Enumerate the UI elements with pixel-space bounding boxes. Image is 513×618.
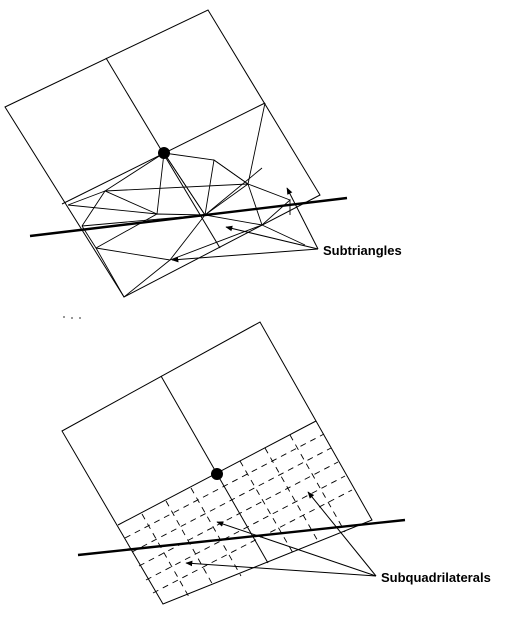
- top-leader-arrows: [171, 187, 319, 263]
- top-panel: Subtriangles: [4, 9, 402, 298]
- top-cutting-line: [29, 196, 348, 238]
- subquadrilaterals-label: Subquadrilaterals: [381, 570, 491, 585]
- subtriangles-label: Subtriangles: [323, 243, 402, 258]
- top-element-outline: [4, 9, 321, 298]
- bottom-node-dot: [211, 468, 223, 480]
- bottom-panel: Subquadrilaterals: [61, 321, 491, 605]
- bottom-subquadrilaterals: [124, 433, 353, 598]
- top-subtriangles: [67, 102, 306, 298]
- top-node-dot: [158, 147, 170, 159]
- scan-specks: [63, 316, 81, 319]
- bottom-cutting-line: [77, 518, 406, 557]
- bottom-leader-arrows: [185, 491, 377, 577]
- bottom-element-outline: [61, 321, 373, 605]
